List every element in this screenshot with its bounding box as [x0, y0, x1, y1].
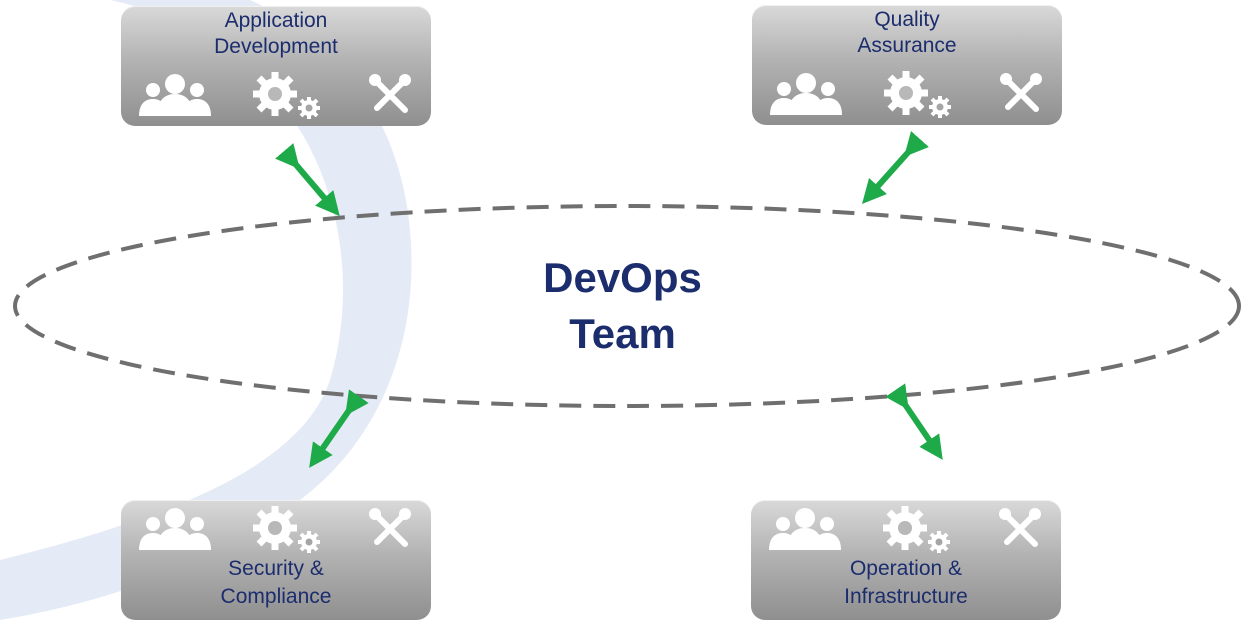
box-application-development: Application Development: [121, 6, 431, 126]
tools-icon: [1000, 73, 1042, 112]
gears-icon: [253, 506, 320, 553]
people-icon: [770, 73, 842, 115]
box-label-line1: Quality: [874, 8, 940, 31]
box-quality-assurance: Quality Assurance: [752, 5, 1062, 125]
box-label-line2: Assurance: [857, 34, 957, 57]
box-label-line1: Application: [224, 9, 328, 32]
box-label-line2: Development: [214, 35, 338, 58]
box-security-compliance: Security & Compliance: [121, 500, 431, 620]
box-operation-infrastructure: Operation & Infrastructure: [751, 500, 1061, 620]
box-label-line1: Security &: [228, 557, 324, 580]
arrow-operation: [885, 383, 943, 460]
gears-icon: [883, 506, 950, 553]
people-icon: [139, 508, 211, 550]
center-title-line1: DevOps: [543, 254, 702, 301]
box-label-line2: Infrastructure: [844, 585, 968, 608]
tools-icon: [999, 508, 1041, 547]
tools-icon: [369, 508, 411, 547]
box-label-line2: Compliance: [220, 585, 332, 608]
arrow-qa: [862, 131, 929, 204]
arrow-security: [309, 389, 369, 468]
center-title-line2: Team: [569, 310, 676, 357]
tools-icon: [369, 74, 411, 113]
arrow-app-dev: [275, 143, 340, 217]
people-icon: [139, 74, 211, 116]
gears-icon: [253, 72, 320, 119]
box-label-line1: Operation &: [849, 557, 963, 580]
gears-icon: [884, 71, 951, 118]
people-icon: [769, 508, 841, 550]
